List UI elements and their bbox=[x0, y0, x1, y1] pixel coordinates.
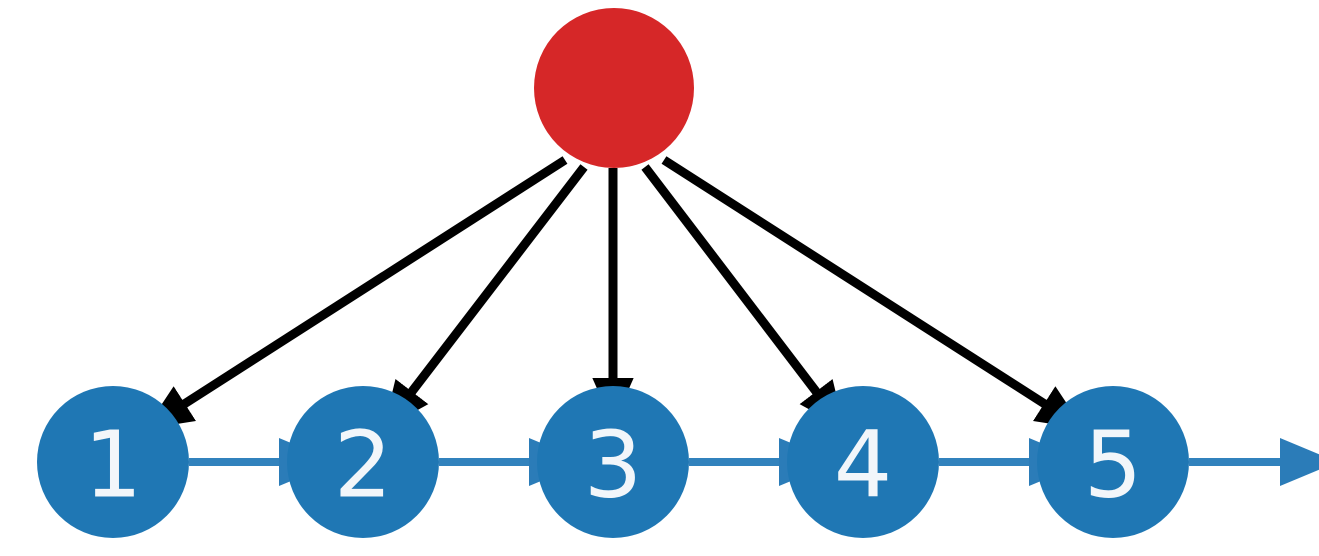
chain-node-circle[interactable] bbox=[1037, 386, 1189, 538]
chain-node-circle[interactable] bbox=[37, 386, 189, 538]
broadcast-edge-nr-to-n1 bbox=[145, 156, 568, 429]
node-nr[interactable] bbox=[534, 8, 694, 168]
broadcast-edge-group bbox=[145, 156, 1084, 429]
node-n4[interactable]: 4 bbox=[787, 386, 939, 538]
chain-node-circle[interactable] bbox=[537, 386, 689, 538]
chain-node-circle[interactable] bbox=[787, 386, 939, 538]
chain-node-circle[interactable] bbox=[287, 386, 439, 538]
node-n5[interactable]: 5 bbox=[1037, 386, 1189, 538]
node-n1[interactable]: 1 bbox=[37, 386, 189, 538]
broadcast-source-circle[interactable] bbox=[534, 8, 694, 168]
broadcast-edge-nr-to-n5 bbox=[661, 156, 1084, 429]
node-n2[interactable]: 2 bbox=[287, 386, 439, 538]
broadcast-edge-nr-to-n2 bbox=[383, 164, 588, 429]
node-n3[interactable]: 3 bbox=[537, 386, 689, 538]
broadcast-edge-nr-to-n4 bbox=[641, 164, 845, 429]
